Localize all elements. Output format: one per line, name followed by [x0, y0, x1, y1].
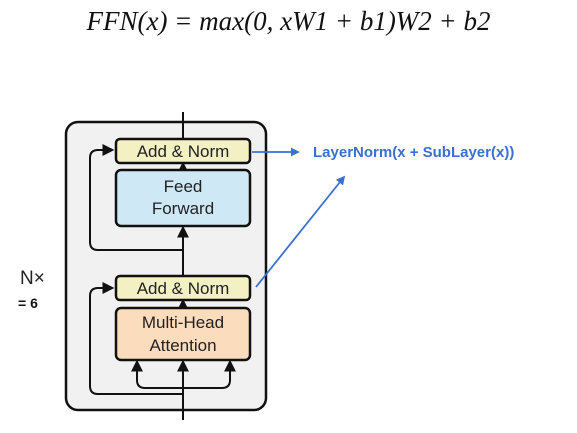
feed-forward-label-line2: Forward [152, 199, 214, 218]
repeat-value: = 6 [18, 295, 38, 311]
repeat-label: N× [20, 268, 45, 289]
add-norm-top-label: Add & Norm [137, 142, 230, 161]
annotation-arrow-bottom [255, 175, 346, 288]
encoder-block [64, 120, 268, 412]
attention-label-line2: Attention [149, 336, 216, 355]
residual-connection-top [89, 144, 183, 251]
add-norm-bottom-label: Add & Norm [137, 279, 230, 298]
layernorm-annotation: LayerNorm(x + SubLayer(x)) [313, 144, 514, 161]
multi-head-attention-box [114, 306, 252, 362]
feed-forward-label-line1: Feed [164, 177, 203, 196]
attention-label-line1: Multi-Head [142, 313, 224, 332]
add-norm-top-box [114, 137, 252, 165]
ffn-formula: FFN(x) = max(0, xW1 + b1)W2 + b2 [86, 6, 491, 36]
feed-forward-box [114, 168, 252, 228]
add-norm-bottom-box [114, 274, 252, 302]
residual-connection-bottom [89, 282, 183, 395]
